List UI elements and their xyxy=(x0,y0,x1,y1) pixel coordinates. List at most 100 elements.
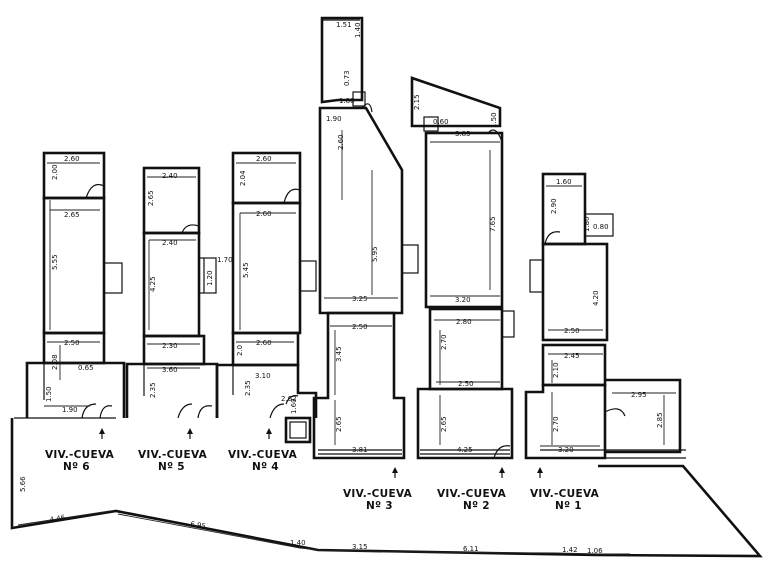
dimension-label: 5.66 xyxy=(19,476,27,492)
dimension-label: 2.50 xyxy=(458,380,474,388)
dimension-label: 2.30 xyxy=(162,342,178,350)
unit-4-number: Nº 4 xyxy=(252,461,279,473)
dimension-label: 2.65 xyxy=(335,416,343,432)
dimension-label: 2.70 xyxy=(552,416,560,432)
dimension-label: 2.10 xyxy=(552,362,560,378)
dimension-label: 1.70 xyxy=(217,256,233,264)
unit-5-plan xyxy=(125,166,219,419)
unit-3-label: VIV.-CUEVA Nº 3 xyxy=(343,467,413,512)
dimension-label: 3.60 xyxy=(162,366,178,374)
dimension-label: 3.20 xyxy=(558,446,574,454)
unit-1-plan xyxy=(524,172,686,460)
unit-3-plan xyxy=(312,16,419,460)
dimension-label: 2.85 xyxy=(656,412,664,428)
dimension-label: 2.60 xyxy=(337,134,345,150)
unit-6-plan xyxy=(25,151,126,419)
dimension-label: 4.25 xyxy=(457,446,473,454)
unit-5-name: VIV.-CUEVA xyxy=(138,449,208,461)
unit-4-name: VIV.-CUEVA xyxy=(228,449,298,461)
dimension-label: 2.95 xyxy=(631,391,647,399)
unit-5-dimensions: 2.40 2.65 2.40 4.25 1.70 1.20 2.30 3.60 … xyxy=(147,172,233,398)
dimension-label: 5.45 xyxy=(242,262,250,278)
dimension-label: 1.40 xyxy=(290,539,306,547)
unit-5-label: VIV.-CUEVA Nº 5 xyxy=(138,428,208,473)
dimension-label: 6.11 xyxy=(463,545,479,553)
dimension-label: 7.65 xyxy=(489,216,497,232)
unit-1-label: VIV.-CUEVA Nº 1 xyxy=(530,467,599,512)
dimension-label: 2.60 xyxy=(64,155,80,163)
dimension-label: 3.20 xyxy=(455,296,471,304)
dimension-label: 1.06 xyxy=(587,547,603,555)
dimension-label: 1.51 xyxy=(336,21,352,29)
entrance-arrow-icon xyxy=(537,467,543,473)
dimension-label: 2.15 xyxy=(413,94,421,110)
dimension-label: 2.40 xyxy=(162,239,178,247)
dimension-label: 2.45 xyxy=(564,352,580,360)
dimension-label: 1.20 xyxy=(206,270,214,286)
dimension-label: 6.95 xyxy=(190,520,207,531)
dimension-label: 1.80 xyxy=(583,216,591,232)
dimension-label: 2.60 xyxy=(256,210,272,218)
unit-6-label: VIV.-CUEVA Nº 6 xyxy=(45,428,115,473)
dimension-label: 2.65 xyxy=(440,416,448,432)
site-dimensions: 5.66 4.46 6.95 1.40 3.15 6.11 1.42 1.06 xyxy=(19,476,603,555)
dimension-label: 2.00 xyxy=(51,164,59,180)
dimension-label: 1.60 xyxy=(556,178,572,186)
dimension-label: 1.50 xyxy=(490,112,498,128)
dimension-label: 2.50 xyxy=(64,339,80,347)
dimension-label: 2.35 xyxy=(149,382,157,398)
dimension-label: 5.95 xyxy=(371,246,379,262)
unit-5-number: Nº 5 xyxy=(158,461,185,473)
dimension-label: 4.20 xyxy=(592,290,600,306)
dimension-label: 3.45 xyxy=(335,346,343,362)
dimension-label: 1.40 xyxy=(354,22,362,38)
dimension-label: 0.80 xyxy=(593,223,609,231)
dimension-label: 2.80 xyxy=(456,318,472,326)
dimension-label: 1.90 xyxy=(326,115,342,123)
unit-2-label: VIV.-CUEVA Nº 2 xyxy=(437,467,507,512)
dimension-label: 2.90 xyxy=(550,198,558,214)
unit-4-label: VIV.-CUEVA Nº 4 xyxy=(228,428,298,473)
dimension-label: 2.60 xyxy=(256,339,272,347)
unit-4-plan xyxy=(215,151,318,444)
dimension-label: 1.42 xyxy=(562,546,578,554)
entrance-arrow-icon xyxy=(266,428,272,434)
dimension-label: 2.50 xyxy=(564,327,580,335)
dimension-label: 3.25 xyxy=(352,295,368,303)
unit-6-dimensions: 2.60 2.00 2.65 5.55 2.50 2.08 0.65 1.50 … xyxy=(45,155,94,414)
unit-2-dimensions: 2.15 0.60 3.85 1.50 7.65 3.20 2.80 2.70 … xyxy=(413,94,498,454)
dimension-label: 2.35 xyxy=(244,380,252,396)
dimension-label: 2.62 xyxy=(281,395,297,403)
unit-4-dimensions: 2.60 2.04 2.60 5.45 2.60 2.0 3.10 2.35 2… xyxy=(236,155,298,414)
unit-6-number: Nº 6 xyxy=(63,461,90,473)
dimension-label: 2.50 xyxy=(352,323,368,331)
dimension-label: 2.08 xyxy=(51,354,59,370)
unit-3-number: Nº 3 xyxy=(366,500,393,512)
dimension-label: 2.0 xyxy=(236,345,244,356)
unit-1-dimensions: 1.60 2.90 1.80 0.80 4.20 2.50 2.45 2.10 … xyxy=(550,178,664,454)
dimension-label: 4.25 xyxy=(149,276,157,292)
unit-labels: VIV.-CUEVA Nº 6 VIV.-CUEVA Nº 5 VIV.-CUE… xyxy=(45,428,599,512)
unit-2-name: VIV.-CUEVA xyxy=(437,488,507,500)
entrance-arrow-icon xyxy=(99,428,105,434)
dimension-label: 1.80 xyxy=(339,97,355,105)
dimension-label: 2.65 xyxy=(147,190,155,206)
dimension-label: 3.15 xyxy=(352,543,368,551)
dimension-label: 2.70 xyxy=(440,334,448,350)
dimension-label: 2.60 xyxy=(256,155,272,163)
site-dimension-lines xyxy=(17,510,630,555)
unit-3-name: VIV.-CUEVA xyxy=(343,488,413,500)
dimension-label: 3.10 xyxy=(255,372,271,380)
dimension-label: 2.65 xyxy=(64,211,80,219)
unit-6-name: VIV.-CUEVA xyxy=(45,449,115,461)
entrance-arrow-icon xyxy=(499,467,505,473)
dimension-label: 3.81 xyxy=(352,446,368,454)
dimension-label: 3.85 xyxy=(455,130,471,138)
dimension-label: 1.90 xyxy=(62,406,78,414)
dimension-label: 1.50 xyxy=(45,386,53,402)
unit-1-number: Nº 1 xyxy=(555,500,582,512)
dimension-label: 0.73 xyxy=(343,70,351,86)
dimension-label: 0.60 xyxy=(433,118,449,126)
dimension-label: 4.46 xyxy=(49,514,66,524)
dimension-label: 2.40 xyxy=(162,172,178,180)
